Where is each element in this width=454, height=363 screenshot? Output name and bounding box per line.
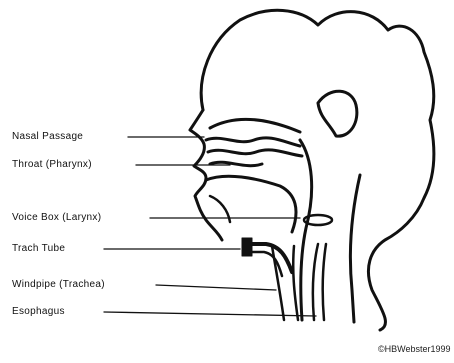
nasal-turbinate-2 — [208, 150, 302, 156]
trachea-right — [293, 246, 298, 320]
trach-tube-plate — [242, 238, 252, 256]
nasal-cavity — [210, 119, 300, 132]
label-trach-tube: Trach Tube — [12, 243, 65, 254]
leader-windpipe — [156, 285, 276, 290]
label-voice-box: Voice Box (Larynx) — [12, 212, 101, 223]
pharynx-wall — [300, 140, 312, 320]
neck-back — [350, 175, 360, 322]
head-outline — [201, 10, 434, 330]
copyright-credit: ©HBWebster1999 — [378, 344, 451, 354]
label-windpipe: Windpipe (Trachea) — [12, 279, 105, 290]
tongue — [206, 176, 296, 232]
label-throat: Throat (Pharynx) — [12, 159, 92, 170]
face-profile — [190, 110, 222, 240]
label-nasal-passage: Nasal Passage — [12, 131, 83, 142]
esophagus-tube — [313, 244, 318, 320]
esophagus-tube-right — [323, 244, 326, 320]
ear-outline — [318, 91, 357, 136]
label-esophagus: Esophagus — [12, 306, 65, 317]
nasal-turbinate-1 — [206, 138, 300, 146]
